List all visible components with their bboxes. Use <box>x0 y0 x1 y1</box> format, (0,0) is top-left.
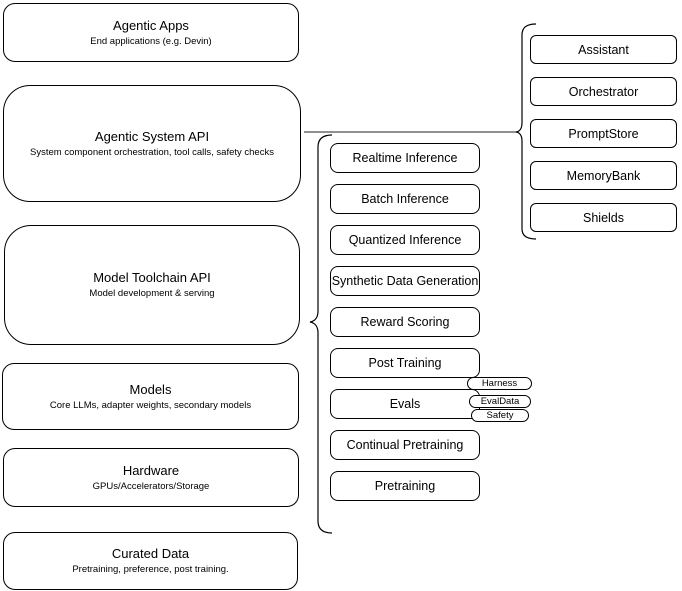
node-title: Agentic System API <box>94 128 210 144</box>
node-title: Hardware <box>122 462 180 478</box>
toolchain-node-pretraining: Pretraining <box>330 471 480 501</box>
node-curated-data: Curated Data Pretraining, preference, po… <box>3 532 298 590</box>
toolchain-node-evals: Evals <box>330 389 480 419</box>
toolchain-node-batch-inference: Batch Inference <box>330 184 480 214</box>
toolchain-node-synthetic-data-generation: Synthetic Data Generation <box>330 266 480 296</box>
agentic-component-memorybank: MemoryBank <box>530 161 677 190</box>
brace-toolchain <box>309 134 333 534</box>
node-hardware: Hardware GPUs/Accelerators/Storage <box>3 448 299 507</box>
agentic-component-shields: Shields <box>530 203 677 232</box>
eval-pill-safety: Safety <box>471 409 529 422</box>
node-title: Model Toolchain API <box>93 270 211 285</box>
node-title: Agentic Apps <box>113 17 189 33</box>
node-subtitle: GPUs/Accelerators/Storage <box>92 480 210 492</box>
node-subtitle: Model development & serving <box>89 288 215 299</box>
eval-pill-harness: Harness <box>467 377 532 390</box>
toolchain-node-post-training: Post Training <box>330 348 480 378</box>
agentic-component-assistant: Assistant <box>530 35 677 64</box>
node-subtitle: Pretraining, preference, post training. <box>72 564 229 575</box>
agentic-component-promptstore: PromptStore <box>530 119 677 148</box>
agentic-component-orchestrator: Orchestrator <box>530 77 677 106</box>
node-title: Models <box>129 381 172 397</box>
node-subtitle: System component orchestration, tool cal… <box>30 146 274 158</box>
eval-pill-evaldata: EvalData <box>469 395 531 408</box>
toolchain-node-continual-pretraining: Continual Pretraining <box>330 430 480 460</box>
node-subtitle: End applications (e.g. Devin) <box>90 35 212 47</box>
toolchain-node-realtime-inference: Realtime Inference <box>330 143 480 173</box>
toolchain-node-reward-scoring: Reward Scoring <box>330 307 480 337</box>
node-agentic-apps: Agentic Apps End applications (e.g. Devi… <box>3 3 299 62</box>
toolchain-node-quantized-inference: Quantized Inference <box>330 225 480 255</box>
node-model-toolchain-api: Model Toolchain API Model development & … <box>4 225 300 345</box>
node-subtitle: Core LLMs, adapter weights, secondary mo… <box>49 399 252 411</box>
node-models: Models Core LLMs, adapter weights, secon… <box>2 363 299 430</box>
node-title: Curated Data <box>111 546 190 561</box>
node-agentic-system-api: Agentic System API System component orch… <box>3 85 301 202</box>
